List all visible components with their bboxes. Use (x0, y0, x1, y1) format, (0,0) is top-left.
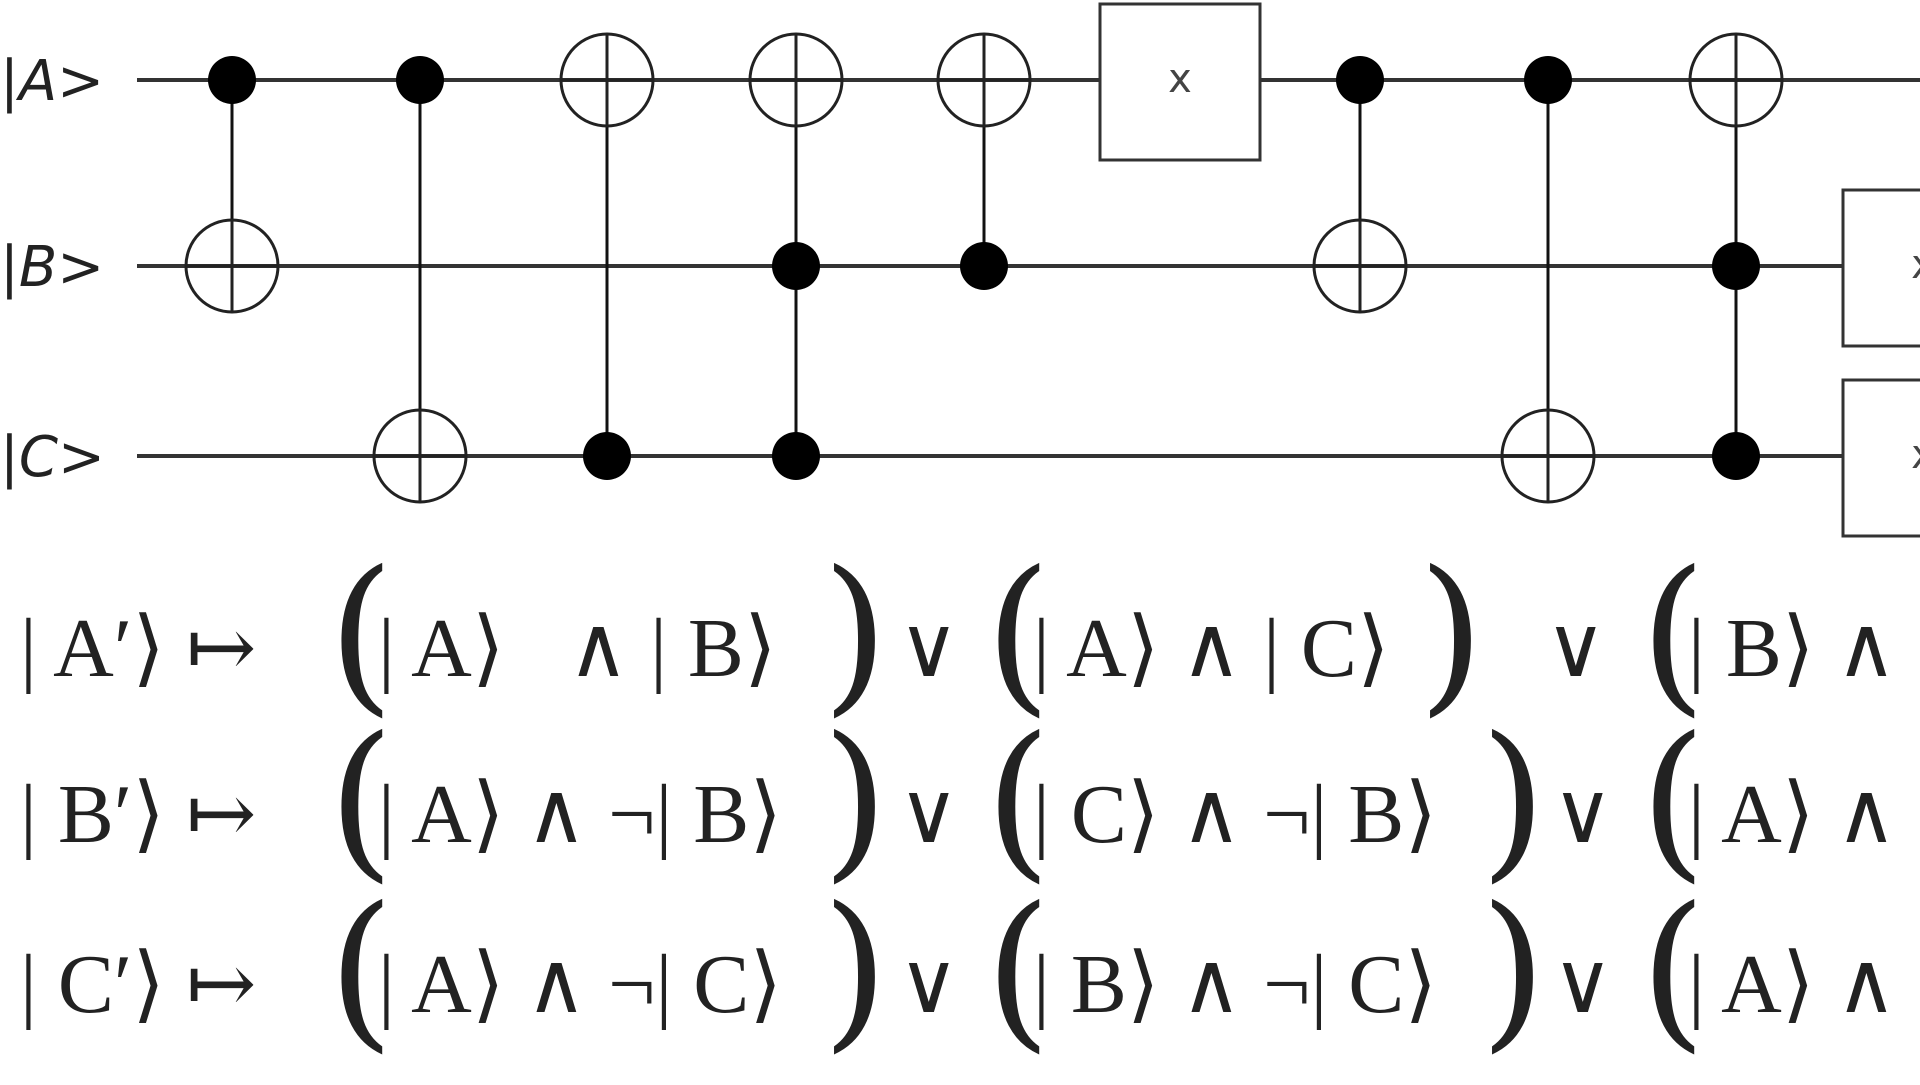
control-dot (1712, 242, 1760, 290)
equation-lhs: | B′⟩ ↦ (20, 768, 256, 861)
qubit-label-b: |B> (0, 235, 104, 300)
control-dot (1336, 56, 1384, 104)
or-operator: ∨ (898, 768, 959, 861)
open-paren: ( (985, 535, 1051, 733)
equation-row-a-prime: | A′⟩ ↦ ( | A⟩ ∧ | B⟩ ) ∨ ( | A⟩ ∧ | C⟩ … (20, 535, 1897, 733)
x-gate-label: x (1911, 242, 1920, 288)
control-dot (208, 56, 256, 104)
control-dot (772, 432, 820, 480)
open-paren: ( (985, 871, 1051, 1069)
control-dot (396, 56, 444, 104)
control-dot (1524, 56, 1572, 104)
equation-term: | A⟩ ∧ | C⟩ (1033, 602, 1390, 695)
equation-term: | A⟩ ∧ ¬| C⟩ (378, 938, 782, 1031)
open-paren: ( (328, 701, 394, 899)
equation-row-b-prime: | B′⟩ ↦ ( | A⟩ ∧ ¬| B⟩ ) ∨ ( | C⟩ ∧ ¬| B… (20, 701, 1897, 899)
x-gate-box (1098, 2, 1262, 162)
equation-term: | B⟩ ∧ ¬| C⟩ (1033, 938, 1437, 1031)
equations: | A′⟩ ↦ ( | A⟩ ∧ | B⟩ ) ∨ ( | A⟩ ∧ | C⟩ … (20, 535, 1897, 1069)
control-dot (772, 242, 820, 290)
equation-term: | A⟩ ∧ (1688, 938, 1897, 1031)
equation-term: | A⟩ ∧ ¬| B⟩ (378, 768, 782, 861)
x-gate-label: x (1168, 56, 1192, 102)
close-paren: ) (822, 535, 888, 733)
close-paren: ) (1418, 535, 1484, 733)
equation-term: | A⟩ ∧ | B⟩ (378, 602, 777, 695)
x-gate-box (1841, 378, 1920, 538)
or-operator: ∨ (1545, 602, 1606, 695)
close-paren: ) (1480, 871, 1546, 1069)
circuit: |A> |B> |C> x x x (0, 2, 1920, 538)
equation-term: | A⟩ ∧ (1688, 768, 1897, 861)
x-gate-box (1841, 188, 1920, 348)
open-paren: ( (985, 701, 1051, 899)
close-paren: ) (822, 871, 888, 1069)
open-paren: ( (1640, 535, 1706, 733)
qubit-label-c: |C> (0, 425, 105, 490)
open-paren: ( (1640, 701, 1706, 899)
equation-row-c-prime: | C′⟩ ↦ ( | A⟩ ∧ ¬| C⟩ ) ∨ ( | B⟩ ∧ ¬| C… (20, 871, 1897, 1069)
control-dot (583, 432, 631, 480)
or-operator: ∨ (1552, 768, 1613, 861)
equation-term: | B⟩ ∧ (1688, 602, 1897, 695)
control-dot (1712, 432, 1760, 480)
open-paren: ( (328, 871, 394, 1069)
close-paren: ) (822, 701, 888, 899)
equation-term: | C⟩ ∧ ¬| B⟩ (1033, 768, 1437, 861)
or-operator: ∨ (898, 602, 959, 695)
x-gate-label: x (1911, 432, 1920, 478)
or-operator: ∨ (1552, 938, 1613, 1031)
equation-lhs: | A′⟩ ↦ (20, 602, 256, 695)
open-paren: ( (1640, 871, 1706, 1069)
close-paren: ) (1480, 701, 1546, 899)
open-paren: ( (328, 535, 394, 733)
or-operator: ∨ (898, 938, 959, 1031)
control-dot (960, 242, 1008, 290)
qubit-label-a: |A> (0, 49, 104, 114)
equation-lhs: | C′⟩ ↦ (20, 938, 256, 1031)
